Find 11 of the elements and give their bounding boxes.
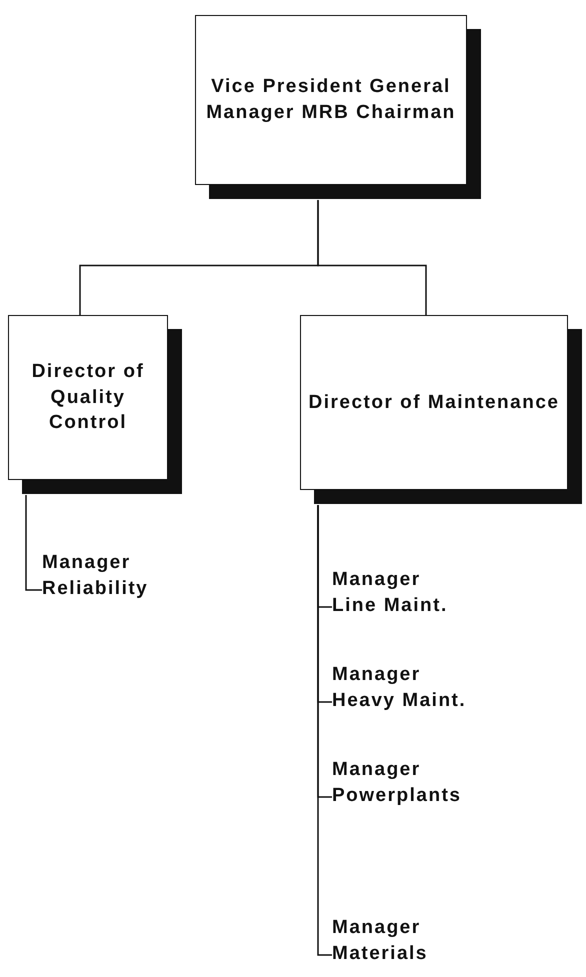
- position-title: Manager Materials: [332, 916, 429, 966]
- connector-line: [317, 200, 427, 315]
- connector-line: [317, 505, 332, 956]
- position-title: Manager Powerplants: [332, 758, 462, 808]
- position-title: Director of Quality Control: [30, 360, 146, 436]
- position-title: Manager Line Maint.: [332, 568, 449, 618]
- position-title: Manager Heavy Maint.: [332, 663, 468, 713]
- position-title: Manager Reliability: [42, 551, 150, 601]
- position-title: Vice President General Manager MRB Chairman: [205, 75, 457, 125]
- position-title: Director of Maintenance: [308, 390, 560, 415]
- connector-line: [25, 495, 42, 591]
